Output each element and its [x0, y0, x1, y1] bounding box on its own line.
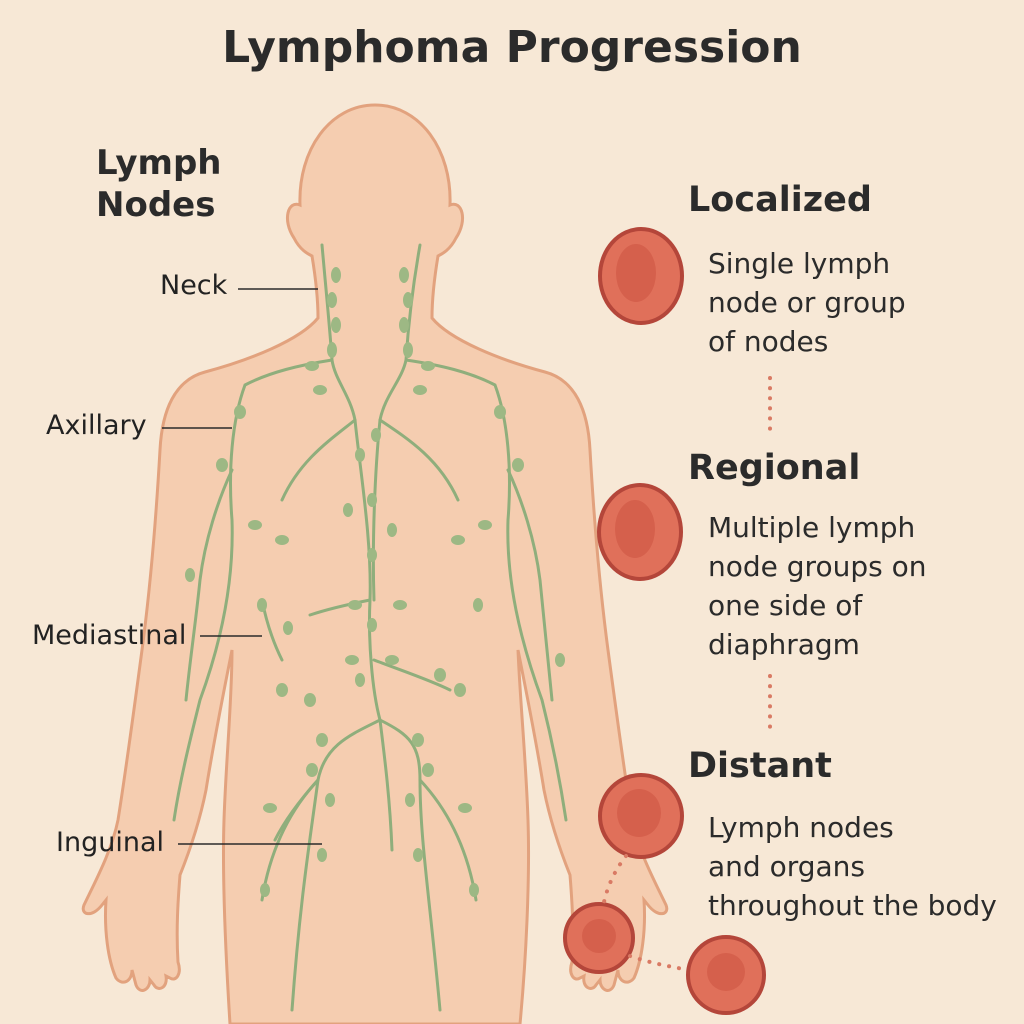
stage-cells	[563, 227, 766, 1015]
inguinal-label: Inguinal	[56, 827, 164, 858]
stage-distant-title: Distant	[688, 746, 832, 786]
human-body-figure	[81, 103, 669, 1024]
leader-lines	[162, 288, 322, 845]
stage-distant-description: Lymph nodes and organs throughout the bo…	[708, 811, 997, 922]
lymph-nodes-heading: Lymph Nodes	[96, 143, 222, 225]
localized-cell	[598, 227, 684, 325]
diagram-title: Lymphoma Progression	[222, 22, 802, 73]
stage-regional-description: Multiple lymph node groups on one side o…	[708, 511, 927, 661]
stage-regional-title: Regional	[688, 448, 861, 488]
neck-label: Neck	[160, 270, 228, 301]
stage-localized-description: Single lymph node or group of nodes	[708, 247, 906, 358]
stage-localized-title: Localized	[688, 180, 872, 220]
distant-cell-secondary	[563, 902, 635, 974]
stage-connectors	[602, 376, 772, 972]
distant-cell-tertiary	[686, 935, 766, 1015]
mediastinal-label: Mediastinal	[32, 620, 187, 651]
regional-cell	[597, 483, 683, 581]
body-silhouette	[81, 103, 669, 1024]
connector-distant-spread-2	[628, 954, 690, 972]
lymph-nodes	[185, 267, 565, 897]
axillary-label: Axillary	[46, 410, 147, 441]
distant-cell-primary	[598, 773, 684, 859]
